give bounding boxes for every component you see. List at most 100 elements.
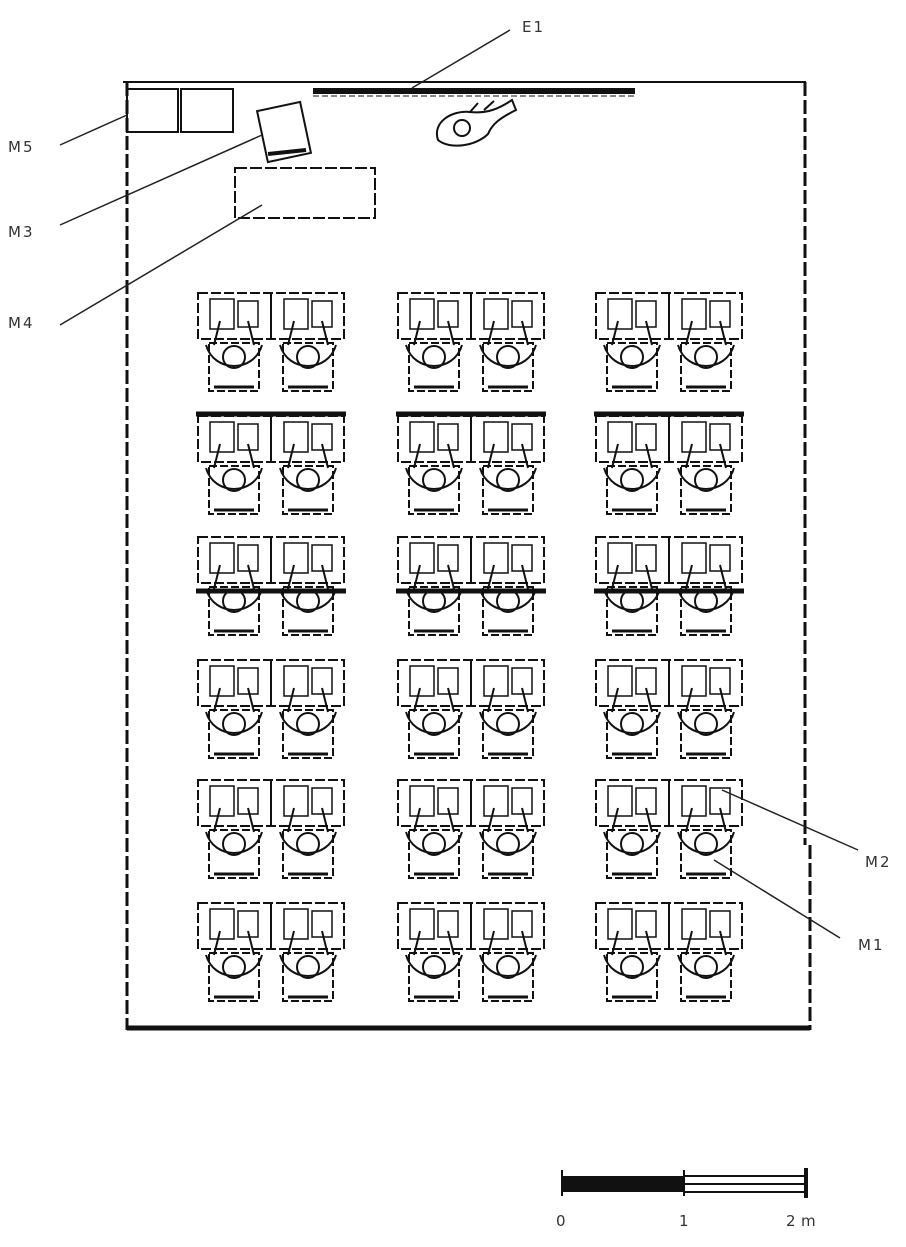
paper [607, 785, 633, 817]
desk-pair [396, 536, 546, 636]
student-shoulders [405, 954, 463, 977]
chair [606, 342, 658, 392]
student-shoulders [677, 954, 735, 977]
student-head [222, 345, 246, 369]
paper [635, 544, 657, 572]
chair [208, 586, 260, 636]
student-arms [487, 930, 529, 956]
paper [709, 423, 731, 451]
paper [283, 542, 309, 574]
desk-pair [397, 292, 545, 392]
student-shoulders [479, 344, 537, 367]
student-arms [213, 320, 255, 346]
student-arms [413, 564, 455, 590]
student-head [694, 712, 718, 736]
paper [681, 785, 707, 817]
paper [607, 421, 633, 453]
desk-pair [397, 902, 545, 1002]
paper [437, 787, 459, 815]
student-head [422, 955, 446, 979]
paper [409, 785, 435, 817]
scale-tick-1: 1 [679, 1212, 689, 1230]
student-head [296, 468, 320, 492]
chair [408, 342, 460, 392]
student-arms [611, 930, 653, 956]
paper [283, 665, 309, 697]
chair [208, 465, 260, 515]
paper [283, 421, 309, 453]
paper [311, 787, 333, 815]
student-shoulders [205, 467, 263, 490]
paper [237, 667, 259, 695]
student-arms [611, 320, 653, 346]
label-m4: M4 [8, 314, 35, 332]
desk-pair [595, 659, 743, 759]
label-m5: M5 [8, 138, 35, 156]
chair [282, 465, 334, 515]
chair [482, 342, 534, 392]
paper [635, 910, 657, 938]
student-arms [611, 443, 653, 469]
student-shoulders [279, 588, 337, 611]
paper [311, 910, 333, 938]
student-head [422, 468, 446, 492]
student-shoulders [279, 711, 337, 734]
paper [511, 667, 533, 695]
student-arms [685, 930, 727, 956]
student-head [422, 832, 446, 856]
paper [483, 908, 509, 940]
student-shoulders [677, 467, 735, 490]
student-head [422, 712, 446, 736]
desk-pair [595, 902, 743, 1002]
paper [409, 542, 435, 574]
chair [282, 342, 334, 392]
paper [311, 544, 333, 572]
student-head [496, 468, 520, 492]
student-head [496, 712, 520, 736]
chair [482, 586, 534, 636]
chair [680, 709, 732, 759]
paper [681, 542, 707, 574]
paper [409, 421, 435, 453]
student-shoulders [205, 711, 263, 734]
paper [635, 423, 657, 451]
paper [209, 665, 235, 697]
paper [681, 908, 707, 940]
paper [709, 667, 731, 695]
teacher-chair-m3 [255, 100, 313, 164]
paper [709, 787, 731, 815]
cabinets-m5 [126, 88, 234, 133]
chair [282, 709, 334, 759]
student-arms [611, 687, 653, 713]
student-shoulders [279, 344, 337, 367]
paper [237, 910, 259, 938]
student-head [694, 589, 718, 613]
student-arms [685, 443, 727, 469]
paper [607, 908, 633, 940]
chair [680, 465, 732, 515]
student-shoulders [279, 467, 337, 490]
paper [437, 423, 459, 451]
student-shoulders [603, 954, 661, 977]
desk-pair [594, 411, 744, 515]
paper [511, 544, 533, 572]
teacher-desk-m4 [234, 167, 376, 219]
paper [209, 785, 235, 817]
student-shoulders [677, 344, 735, 367]
teacher-figure [435, 98, 518, 147]
student-shoulders [677, 588, 735, 611]
paper [511, 423, 533, 451]
student-shoulders [405, 711, 463, 734]
student-head [296, 589, 320, 613]
label-m1: M1 [858, 936, 885, 954]
student-head [296, 832, 320, 856]
desk-pair [595, 779, 743, 879]
paper [483, 421, 509, 453]
student-arms [413, 443, 455, 469]
paper [709, 300, 731, 328]
chair [606, 709, 658, 759]
paper [311, 300, 333, 328]
desk-pair [397, 659, 545, 759]
scale-tick-2: 2 [786, 1212, 796, 1230]
desk-pair [197, 902, 345, 1002]
